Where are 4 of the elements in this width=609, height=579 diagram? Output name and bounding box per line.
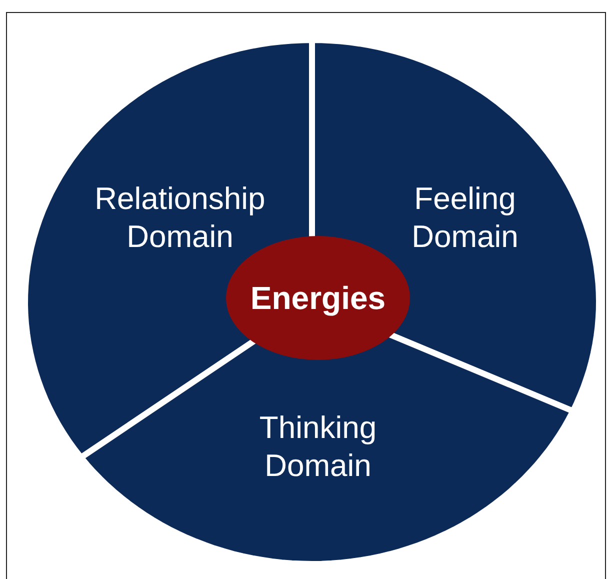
domain-label: Relationship Domain	[94, 180, 266, 256]
center-label: Energies	[250, 280, 386, 316]
domain-label: Thinking Domain	[258, 409, 378, 485]
domain-label: Feeling Domain	[410, 180, 520, 256]
